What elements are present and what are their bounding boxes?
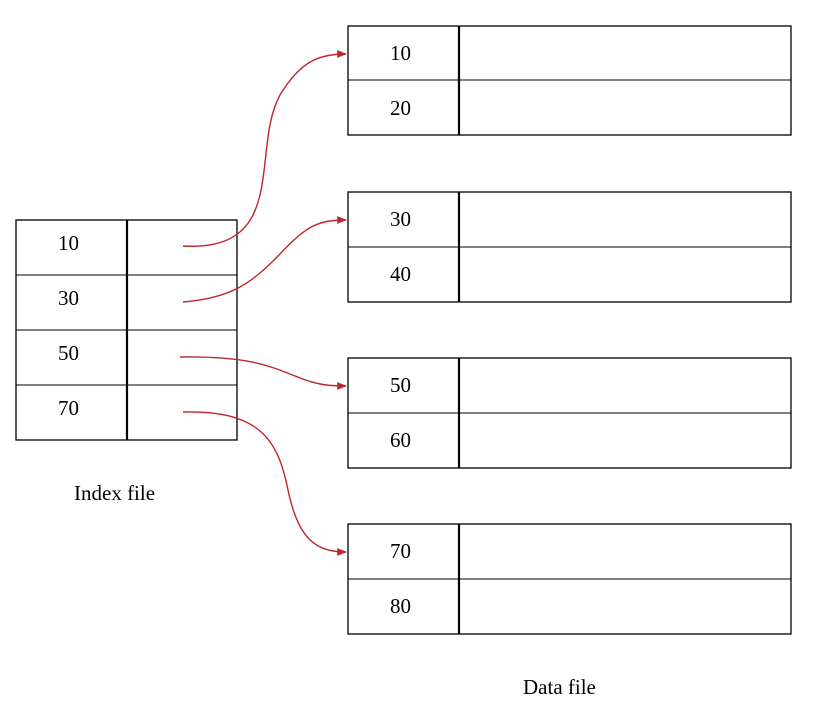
index-file-table: 10 30 50 70 — [15, 219, 238, 441]
index-entry-key: 70 — [58, 396, 79, 420]
data-block: 10 20 — [347, 25, 792, 136]
pointer-arrow — [182, 50, 347, 247]
data-record-key: 60 — [390, 428, 411, 452]
index-entry-key: 10 — [58, 231, 79, 255]
pointer-arrow — [179, 356, 347, 390]
index-entry-key: 30 — [58, 286, 79, 310]
data-record-key: 30 — [390, 207, 411, 231]
data-record-key: 20 — [390, 96, 411, 120]
data-block: 50 60 — [347, 357, 792, 469]
data-record-key: 40 — [390, 262, 411, 286]
data-block: 30 40 — [347, 191, 792, 303]
pointer-arrow — [182, 411, 347, 556]
data-block: 70 80 — [347, 523, 792, 635]
data-record-key: 50 — [390, 373, 411, 397]
pointer-arrow — [182, 216, 347, 303]
data-record-key: 10 — [390, 41, 411, 65]
data-record-key: 70 — [390, 539, 411, 563]
data-file-caption: Data file — [523, 675, 596, 699]
index-entry-key: 50 — [58, 341, 79, 365]
data-record-key: 80 — [390, 594, 411, 618]
pointer-arrows — [179, 50, 347, 556]
index-file-caption: Index file — [74, 481, 155, 505]
